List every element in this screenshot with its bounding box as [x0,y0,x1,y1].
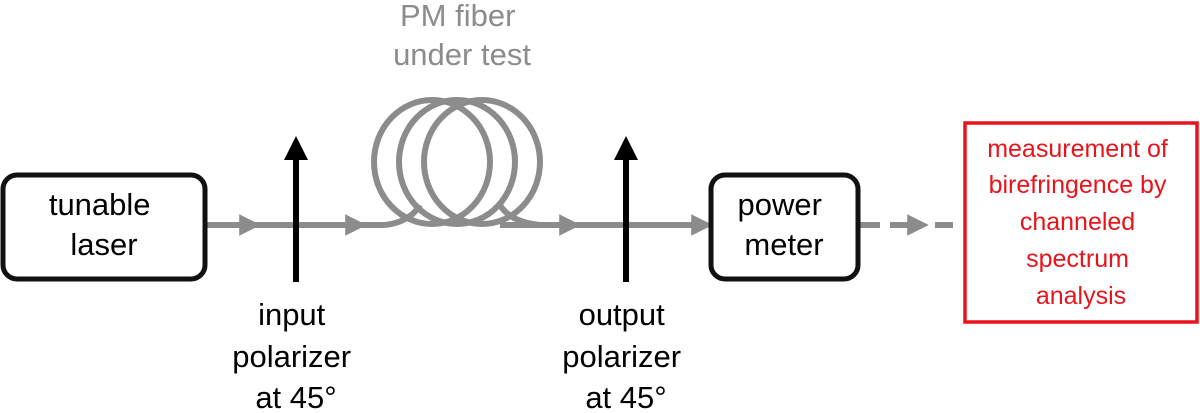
laser-label-line-1: tunable [49,187,151,222]
power-meter-box [708,172,861,282]
fiber-label: PM fiber under test [393,0,531,72]
output-polarizer-label: output polarizer at 45° [562,297,690,413]
input-polarizer-label-line-3: at 45° [255,380,336,413]
input-polarizer-label: input polarizer at 45° [232,297,360,413]
analysis-label-line-3: channeled [1020,208,1135,236]
laser-label-line-2: laser [70,227,137,262]
output-polarizer-label-line-1: output [579,297,666,332]
input-polarizer-label-line-2: polarizer [232,339,351,374]
power-meter-label: power meter [737,187,830,262]
input-polarizer-label-line-1: input [258,297,326,332]
analysis-label-line-5: analysis [1036,282,1126,310]
power-meter-label-line-1: power [737,187,821,222]
fiber-loop-3 [421,97,543,227]
power-meter-label-line-2: meter [744,227,823,262]
fiber-loop-2 [396,97,518,227]
laser-box [0,172,208,282]
analysis-label: measurement of birefringence by channele… [987,135,1175,310]
output-polarizer-label-line-2: polarizer [562,339,681,374]
analysis-label-line-2: birefringence by [989,171,1167,199]
analysis-label-line-4: spectrum [1026,245,1129,273]
fiber-loop-1 [371,97,493,227]
fiber-label-line-2: under test [393,37,531,72]
fiber-coil [371,97,543,228]
analysis-box [963,121,1199,324]
fiber-label-line-1: PM fiber [400,0,515,33]
analysis-label-line-1: measurement of [987,135,1168,163]
output-polarizer-label-line-3: at 45° [585,380,666,413]
laser-label: tunable laser [49,187,159,262]
